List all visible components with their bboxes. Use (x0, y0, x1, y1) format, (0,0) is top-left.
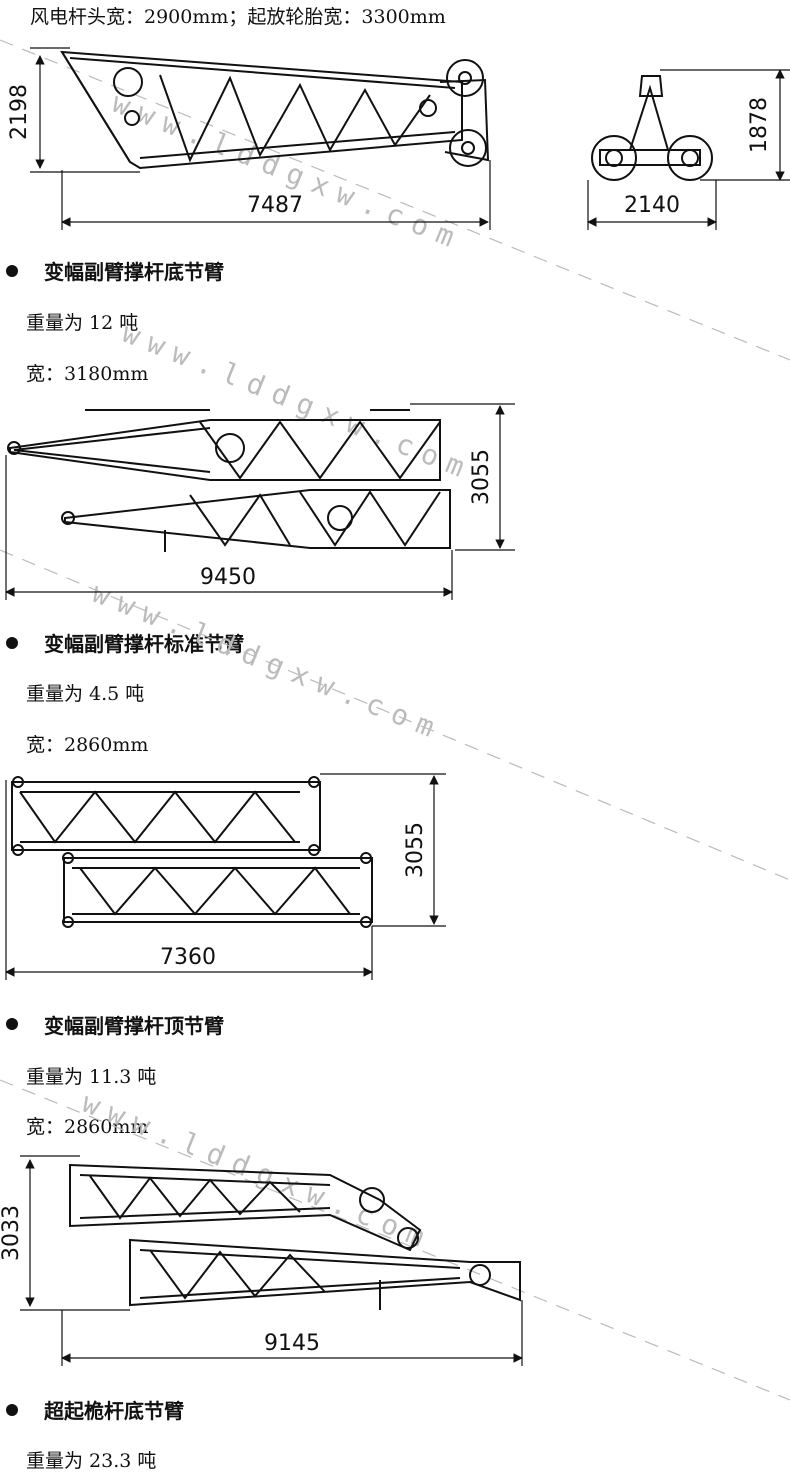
bullet (6, 637, 18, 649)
section4-title: 超起桅杆底节臂 (44, 1399, 184, 1423)
bullet (6, 1018, 18, 1030)
section1-width: 宽：3180mm (26, 363, 149, 385)
section3-title: 变幅副臂撑杆顶节臂 (44, 1014, 224, 1038)
figure1-wheels (591, 75, 713, 181)
watermark-text: www.lddgxw.com (107, 86, 468, 257)
dim-length: 9450 (200, 565, 256, 590)
figure1-dims (30, 47, 491, 230)
dim-length: 7487 (247, 193, 303, 218)
dim-length: 7360 (160, 945, 216, 970)
figure1-boom (60, 50, 490, 170)
watermark-text: www.lddgxw.com (117, 316, 478, 487)
dim-length: 9145 (264, 1331, 320, 1356)
section4-weight: 重量为 23.3 吨 (26, 1450, 157, 1472)
section2-title: 变幅副臂撑杆标准节臂 (44, 632, 244, 656)
bullet (6, 265, 18, 277)
bullet (6, 1404, 18, 1416)
figure4-drawing (69, 1163, 521, 1310)
watermark-text: www.lddgxw.com (87, 576, 448, 747)
dim-wheel-height: 1878 (747, 97, 772, 153)
header-line: 风电杆头宽：2900mm；起放轮胎宽：3300mm (30, 6, 446, 28)
section1-title: 变幅副臂撑杆底节臂 (44, 260, 224, 284)
dim-height: 3033 (0, 1205, 24, 1261)
section2-weight: 重量为 4.5 吨 (26, 683, 145, 705)
section1-weight: 重量为 12 吨 (26, 312, 139, 334)
dim-height: 2198 (7, 84, 32, 140)
figure2-drawing (7, 409, 451, 552)
section3-width: 宽：2860mm (26, 1116, 149, 1138)
dim-wheel-width: 2140 (624, 193, 680, 218)
figure3-drawing (11, 776, 373, 928)
section3-weight: 重量为 11.3 吨 (26, 1066, 157, 1088)
dim-height: 3055 (469, 449, 494, 505)
dim-height: 3055 (403, 822, 428, 878)
section2-width: 宽：2860mm (26, 734, 149, 756)
